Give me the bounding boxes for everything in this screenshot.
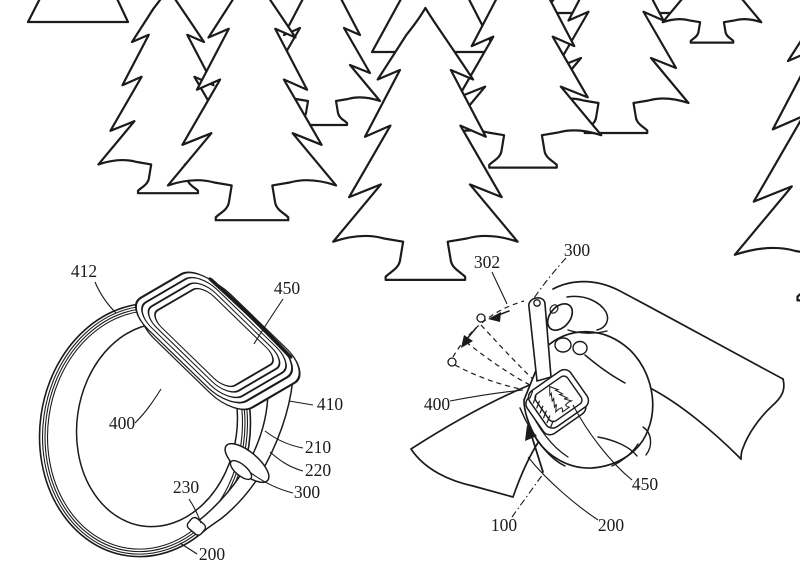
ref-label-302: 302 [474,252,500,272]
leader-line-412 [95,282,116,313]
smartwatch-figure: 412 450 400 410 210 220 300 230 200 [23,261,343,570]
pulled-strap [529,298,551,381]
background-tree-top [28,0,128,22]
leader-line-300-right [534,258,566,298]
sleeve-cuff [741,379,784,459]
knuckle [573,342,587,355]
ref-label-450-left: 450 [274,278,301,298]
leader-line-220 [270,452,303,471]
ref-label-400-left: 400 [109,413,136,433]
ref-label-300-right: 300 [564,240,591,260]
hand-fastening-figure: 302 300 400 450 100 200 [411,240,784,535]
ref-label-210: 210 [305,437,332,457]
pine-tree [663,0,762,43]
band-swing-motion [448,301,540,392]
ref-label-400-right: 400 [424,394,451,414]
arm-bottom-contour [652,389,741,459]
pine-tree [735,0,800,300]
strap-hole [534,300,540,306]
ghost-band-hole [448,358,456,366]
ref-label-300-left: 300 [294,482,321,502]
ref-label-220: 220 [305,460,332,480]
ghost-band-hole [477,314,485,322]
ref-label-410: 410 [317,394,344,414]
knuckle [555,338,571,352]
leader-line-302 [492,272,507,304]
leader-line-410 [289,401,313,405]
ref-label-200-right: 200 [598,515,625,535]
ref-label-412: 412 [71,261,97,281]
motion-arrow [461,328,476,348]
ref-label-450-right: 450 [632,474,659,494]
ref-label-230: 230 [173,477,200,497]
ref-label-100: 100 [491,515,518,535]
forest-trees [28,0,800,300]
ref-label-200-left: 200 [199,544,226,564]
leader-line-200-left [180,543,197,554]
